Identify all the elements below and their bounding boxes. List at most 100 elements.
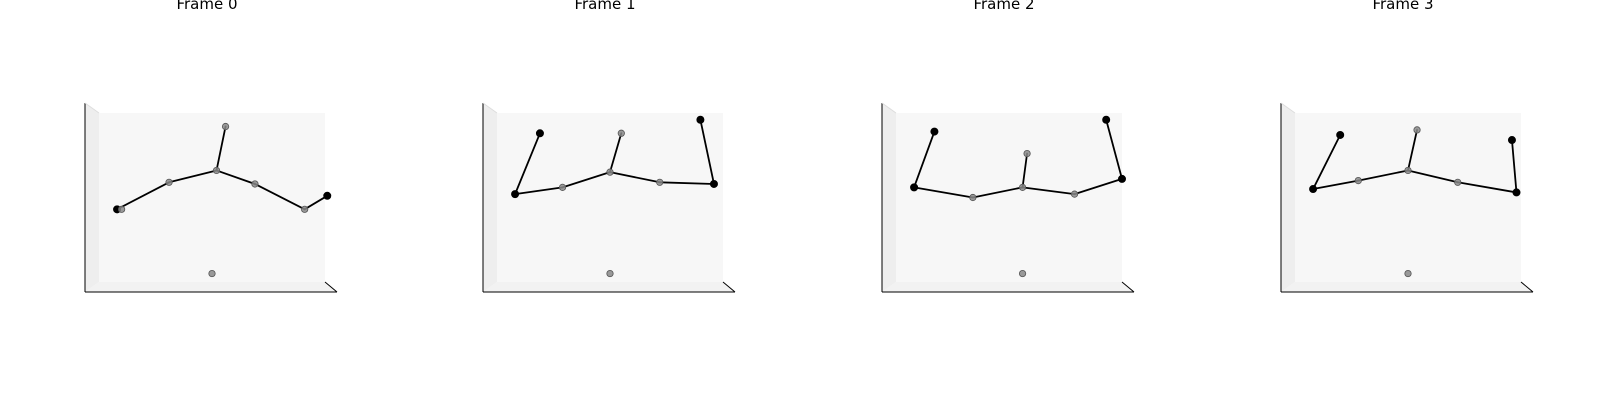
- skeleton-segment: [1021, 186, 1076, 196]
- skeleton-points: [910, 115, 1127, 278]
- side-pane: [85, 103, 99, 292]
- data-point: [1102, 115, 1111, 124]
- axes: [84, 102, 338, 293]
- skeleton-segment: [1312, 179, 1360, 190]
- data-point: [606, 168, 614, 176]
- data-point: [1018, 183, 1027, 191]
- data-point: [208, 269, 216, 278]
- y-axis-line: [722, 281, 736, 293]
- y-axis-line: [324, 281, 338, 293]
- data-point: [323, 191, 332, 200]
- data-point: [1018, 269, 1027, 278]
- skeleton-segment: [215, 169, 256, 185]
- data-point: [709, 179, 718, 188]
- skeleton-segment: [1407, 128, 1418, 172]
- data-point: [165, 178, 173, 186]
- data-point: [1454, 178, 1462, 186]
- panel-title: Frame 2: [973, 0, 1034, 13]
- data-point: [511, 190, 520, 199]
- data-point: [1070, 190, 1079, 198]
- data-point: [1413, 126, 1421, 134]
- skeleton-segment: [561, 171, 611, 189]
- axes: [1280, 102, 1534, 293]
- back-pane: [99, 113, 325, 282]
- skeleton-segment: [609, 132, 623, 174]
- data-point: [617, 129, 625, 137]
- skeleton-segment: [1105, 118, 1123, 180]
- data-point: [910, 183, 919, 192]
- skeleton-segment: [514, 132, 541, 196]
- data-point: [1404, 166, 1412, 175]
- skeleton-lines: [913, 118, 1123, 199]
- data-point: [1023, 149, 1031, 158]
- skeleton-segment: [609, 171, 661, 184]
- y-axis-line: [1520, 281, 1534, 293]
- skeleton-segment: [116, 181, 170, 211]
- skeleton-lines: [1312, 128, 1518, 194]
- back-pane: [497, 113, 723, 282]
- skeleton-segment: [1021, 152, 1028, 189]
- data-point: [212, 166, 221, 175]
- back-pane: [1295, 113, 1521, 282]
- z-axis-edge: [1280, 102, 1296, 114]
- data-point: [221, 122, 230, 131]
- y-axis-line: [1121, 281, 1135, 293]
- skeleton-points: [113, 122, 332, 278]
- data-point: [301, 205, 309, 213]
- axes: [881, 102, 1135, 293]
- data-point: [558, 183, 567, 191]
- skeleton-segment: [658, 181, 715, 185]
- floor-pane: [483, 282, 735, 292]
- skeleton-lines: [116, 125, 329, 211]
- data-point: [1336, 130, 1345, 139]
- side-pane: [882, 103, 896, 292]
- data-point: [1404, 269, 1412, 278]
- data-point: [1507, 136, 1516, 145]
- z-axis-edge: [84, 102, 100, 114]
- data-point: [251, 180, 259, 188]
- floor-pane: [85, 282, 337, 292]
- panel-frame-2: Frame 2: [881, 0, 1135, 293]
- data-point: [1118, 174, 1127, 183]
- side-pane: [483, 103, 497, 292]
- skeleton-segment: [1357, 169, 1409, 182]
- axes: [482, 102, 736, 293]
- floor-pane: [882, 282, 1134, 292]
- skeleton-segment: [1312, 134, 1342, 190]
- data-point: [535, 129, 544, 138]
- skeleton-segment: [699, 118, 715, 185]
- skeleton-segment: [913, 186, 974, 199]
- floor-pane: [1281, 282, 1533, 292]
- panel-frame-1: Frame 1: [482, 0, 736, 293]
- data-point: [930, 127, 939, 136]
- panel-frame-3: Frame 3: [1280, 0, 1534, 293]
- panel-title: Frame 3: [1372, 0, 1433, 13]
- data-point: [1512, 188, 1521, 197]
- skeleton-segment: [971, 186, 1024, 199]
- data-point: [1354, 177, 1362, 185]
- skeleton-segment: [168, 169, 218, 184]
- back-pane: [896, 113, 1122, 282]
- skeleton-segment: [913, 130, 936, 189]
- data-point: [606, 269, 614, 278]
- skeleton-points: [511, 115, 718, 278]
- skeleton-segment: [1073, 178, 1123, 196]
- skeleton-segment: [215, 125, 227, 172]
- skeleton-segment: [254, 183, 306, 211]
- panel-title: Frame 0: [176, 0, 237, 13]
- skeleton-segment: [1511, 139, 1518, 194]
- data-point: [656, 178, 664, 186]
- side-pane: [1281, 103, 1295, 292]
- data-point: [969, 193, 977, 202]
- z-axis-edge: [482, 102, 498, 114]
- skeleton-segment: [303, 194, 329, 211]
- skeleton-lines: [514, 118, 715, 196]
- panel-title: Frame 1: [574, 0, 635, 13]
- skeleton-segment: [1407, 169, 1459, 184]
- data-point: [1309, 185, 1318, 194]
- skeleton-segment: [514, 186, 564, 196]
- z-axis-edge: [881, 102, 897, 114]
- data-point: [118, 205, 126, 213]
- data-point: [696, 115, 705, 124]
